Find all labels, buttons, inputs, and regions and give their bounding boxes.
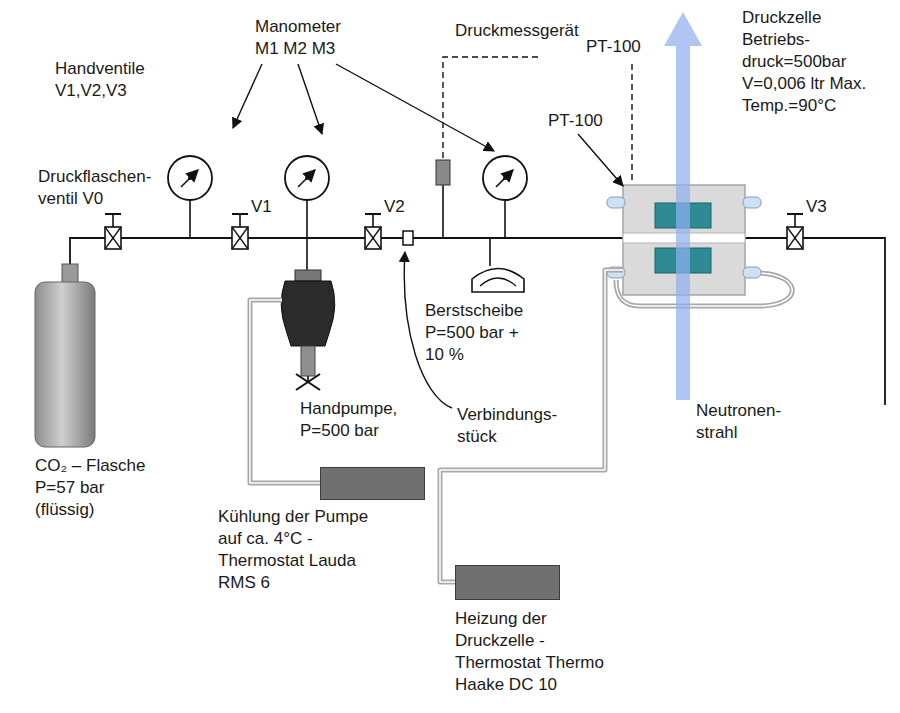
node-label: Kühlung der Pumpe auf ca. 4°C - Thermost… — [218, 506, 378, 594]
pt100-dashed-wire — [631, 64, 632, 184]
pressure-sensor — [436, 160, 450, 185]
sensor-label: PT-100 — [548, 110, 618, 132]
hand-pump: Handpumpe, P=500 bar — [282, 270, 337, 390]
valve-symbol — [787, 214, 803, 249]
part-label: Berstscheibe P=500 bar + 10 % — [425, 300, 525, 366]
note-label: Handventile V1,V2,V3 — [55, 58, 165, 102]
valve-symbol — [365, 214, 381, 249]
pipe — [306, 238, 308, 272]
hand-pump — [295, 270, 321, 281]
text-wrap: Handpumpe, P=500 bar — [300, 398, 404, 442]
connector-piece — [403, 231, 413, 245]
beam-label: Neutronen- strahl — [696, 400, 796, 444]
co2-bottle — [35, 264, 95, 447]
pipe — [442, 185, 444, 238]
thermostat-box — [320, 467, 425, 500]
valve-symbol — [232, 214, 248, 249]
manometer-symbol — [168, 156, 527, 238]
leader-arrow — [298, 64, 322, 134]
hand-pump — [296, 374, 320, 390]
manometer-symbol — [285, 156, 329, 238]
sensor-label: PT-100 — [586, 36, 656, 58]
hose-connector — [250, 300, 320, 483]
pt100-dashed-wire — [443, 57, 632, 184]
manometer-symbol — [483, 156, 527, 238]
neutron-beam — [664, 12, 702, 400]
pipe — [70, 238, 885, 405]
pressure-cell: Druckzelle Betriebs- druck=500bar V=0,00… — [623, 185, 745, 295]
pressure-cell — [743, 197, 761, 208]
node-label: Druckzelle Betriebs- druck=500bar V=0,00… — [742, 7, 892, 117]
part-label: Verbindungs- stück — [457, 404, 567, 448]
manometer-symbol — [168, 156, 212, 238]
node-label: Heizung der Druckzelle - Thermostat Ther… — [455, 608, 615, 696]
hand-pump — [281, 270, 335, 390]
note-label: Druckmessgerät — [455, 20, 595, 42]
hand-pump — [281, 281, 335, 346]
valve-label: V1 — [251, 196, 281, 218]
part-label: CO₂ – Flasche P=57 bar (flüssig) — [35, 455, 165, 521]
valve-symbol — [105, 214, 121, 249]
thermostat-box — [455, 565, 560, 600]
valve-label: V2 — [384, 196, 414, 218]
leader-arrow — [336, 64, 494, 151]
note-label: Manometer M1 M2 M3 — [255, 16, 355, 60]
neutron-beam — [664, 12, 702, 400]
valve-label: Druckflaschen- ventil V0 — [38, 166, 163, 210]
thermostat: Kühlung der Pumpe auf ca. 4°C - Thermost… — [320, 467, 425, 500]
valve-label: V3 — [806, 196, 836, 218]
text-wrap: Kühlung der Pumpe auf ca. 4°C - Thermost… — [218, 506, 378, 594]
leader-arrow — [233, 64, 623, 408]
node-label: Handpumpe, P=500 bar — [300, 398, 404, 442]
pt100-dashed-wire — [443, 57, 540, 158]
pressure-cell — [607, 197, 625, 208]
text-wrap: Heizung der Druckzelle - Thermostat Ther… — [455, 608, 615, 696]
hand-pump — [301, 346, 315, 376]
hose-core — [250, 300, 320, 483]
burst-disc — [480, 278, 516, 286]
pressure-cell — [607, 185, 792, 306]
hand-pump — [296, 374, 320, 390]
co2-bottle — [62, 264, 78, 284]
burst-disc — [472, 269, 524, 293]
pressure-sensor — [436, 160, 450, 185]
pressure-cell — [743, 267, 761, 278]
pipe — [489, 238, 491, 266]
connector-piece — [403, 231, 413, 245]
leader-arrow — [233, 64, 262, 128]
pipe — [70, 185, 885, 405]
co2-bottle — [35, 282, 95, 447]
thermostat: Heizung der Druckzelle - Thermostat Ther… — [455, 565, 560, 600]
text-wrap: Druckzelle Betriebs- druck=500bar V=0,00… — [742, 7, 892, 117]
leader-arrow — [578, 134, 623, 186]
burst-disc — [472, 269, 524, 293]
